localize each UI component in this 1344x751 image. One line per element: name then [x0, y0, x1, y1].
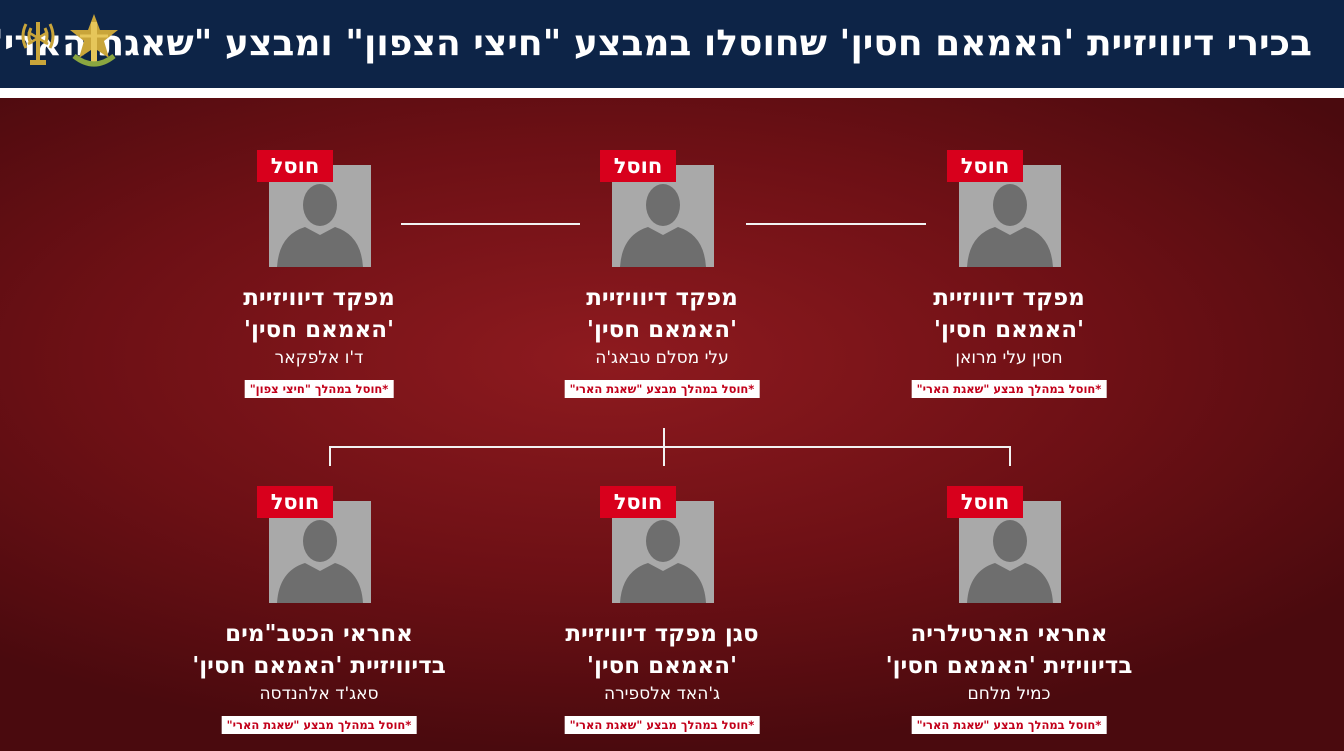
connector-line	[329, 446, 331, 466]
status-badge: חוסל	[947, 150, 1023, 182]
status-badge: חוסל	[600, 150, 676, 182]
status-note: *חוסל במהלך מבצע "שאגת הארי"	[564, 380, 760, 398]
role-title: מפקד דיוויזיית 'האמאם חסין'	[169, 282, 469, 346]
silhouette-photo	[612, 501, 714, 603]
role-line-2: 'האמאם חסין'	[586, 653, 738, 679]
person-name: עלי מסלם טבאג'ה	[595, 348, 729, 368]
status-badge: חוסל	[947, 486, 1023, 518]
person-name: ג'האד אלספירה	[603, 684, 720, 704]
status-note: *חוסל במהלך מבצע "שאגת הארי"	[221, 716, 417, 734]
connector-line	[663, 428, 665, 466]
role-title: אחראי הכטב"מים בדיוויזיית 'האמאם חסין'	[169, 618, 469, 682]
role-line-1: מפקד דיוויזיית	[933, 285, 1085, 311]
person-name: סאג'ד אלהנדסה	[259, 684, 379, 704]
role-line-2: בדיוויזיית 'האמאם חסין'	[192, 653, 446, 679]
status-note: *חוסל במהלך מבצע "שאגת הארי"	[911, 716, 1107, 734]
role-line-2: בדיוויזית 'האמאם חסין'	[885, 653, 1133, 679]
role-title: סגן מפקד דיוויזיית 'האמאם חסין'	[512, 618, 812, 682]
role-line-2: 'האמאם חסין'	[586, 317, 738, 343]
role-line-1: מפקד דיוויזיית	[586, 285, 738, 311]
status-badge: חוסל	[257, 486, 333, 518]
role-line-1: סגן מפקד דיוויזיית	[565, 621, 759, 647]
status-badge: חוסל	[257, 150, 333, 182]
page-title: בכירי דיוויזיית 'האמאם חסין' שחוסלו במבצ…	[0, 23, 1312, 64]
connector-line	[746, 223, 926, 225]
connector-line	[1009, 446, 1011, 466]
role-title: מפקד דיוויזיית 'האמאם חסין'	[512, 282, 812, 346]
role-line-1: מפקד דיוויזיית	[243, 285, 395, 311]
divider-stripe	[0, 88, 1344, 98]
silhouette-photo	[269, 501, 371, 603]
status-note: *חוסל במהלך מבצע "שאגת הארי"	[911, 380, 1107, 398]
status-badge: חוסל	[600, 486, 676, 518]
silhouette-photo	[612, 165, 714, 267]
role-title: אחראי הארטילריה בדיוויזית 'האמאם חסין'	[859, 618, 1159, 682]
header-bar: בכירי דיוויזיית 'האמאם חסין' שחוסלו במבצ…	[0, 0, 1344, 88]
silhouette-photo	[269, 165, 371, 267]
silhouette-photo	[959, 165, 1061, 267]
role-line-2: 'האמאם חסין'	[933, 317, 1085, 343]
idf-emblem-icon	[66, 12, 122, 76]
person-name: חסין עלי מרואן	[955, 348, 1063, 368]
connector-line	[401, 223, 580, 225]
role-title: מפקד דיוויזיית 'האמאם חסין'	[859, 282, 1159, 346]
status-note: *חוסל במהלך מבצע "שאגת הארי"	[564, 716, 760, 734]
role-line-2: 'האמאם חסין'	[243, 317, 395, 343]
status-note: *חוסל במהלך "חיצי צפון"	[244, 380, 394, 398]
role-line-1: אחראי הכטב"מים	[225, 621, 413, 647]
person-name: כמיל מלחם	[967, 684, 1051, 704]
antenna-emblem-icon	[16, 14, 60, 74]
silhouette-photo	[959, 501, 1061, 603]
person-name: ד'ו אלפקאר	[274, 348, 364, 368]
role-line-1: אחראי הארטילריה	[910, 621, 1108, 647]
connector-line	[330, 446, 1011, 448]
